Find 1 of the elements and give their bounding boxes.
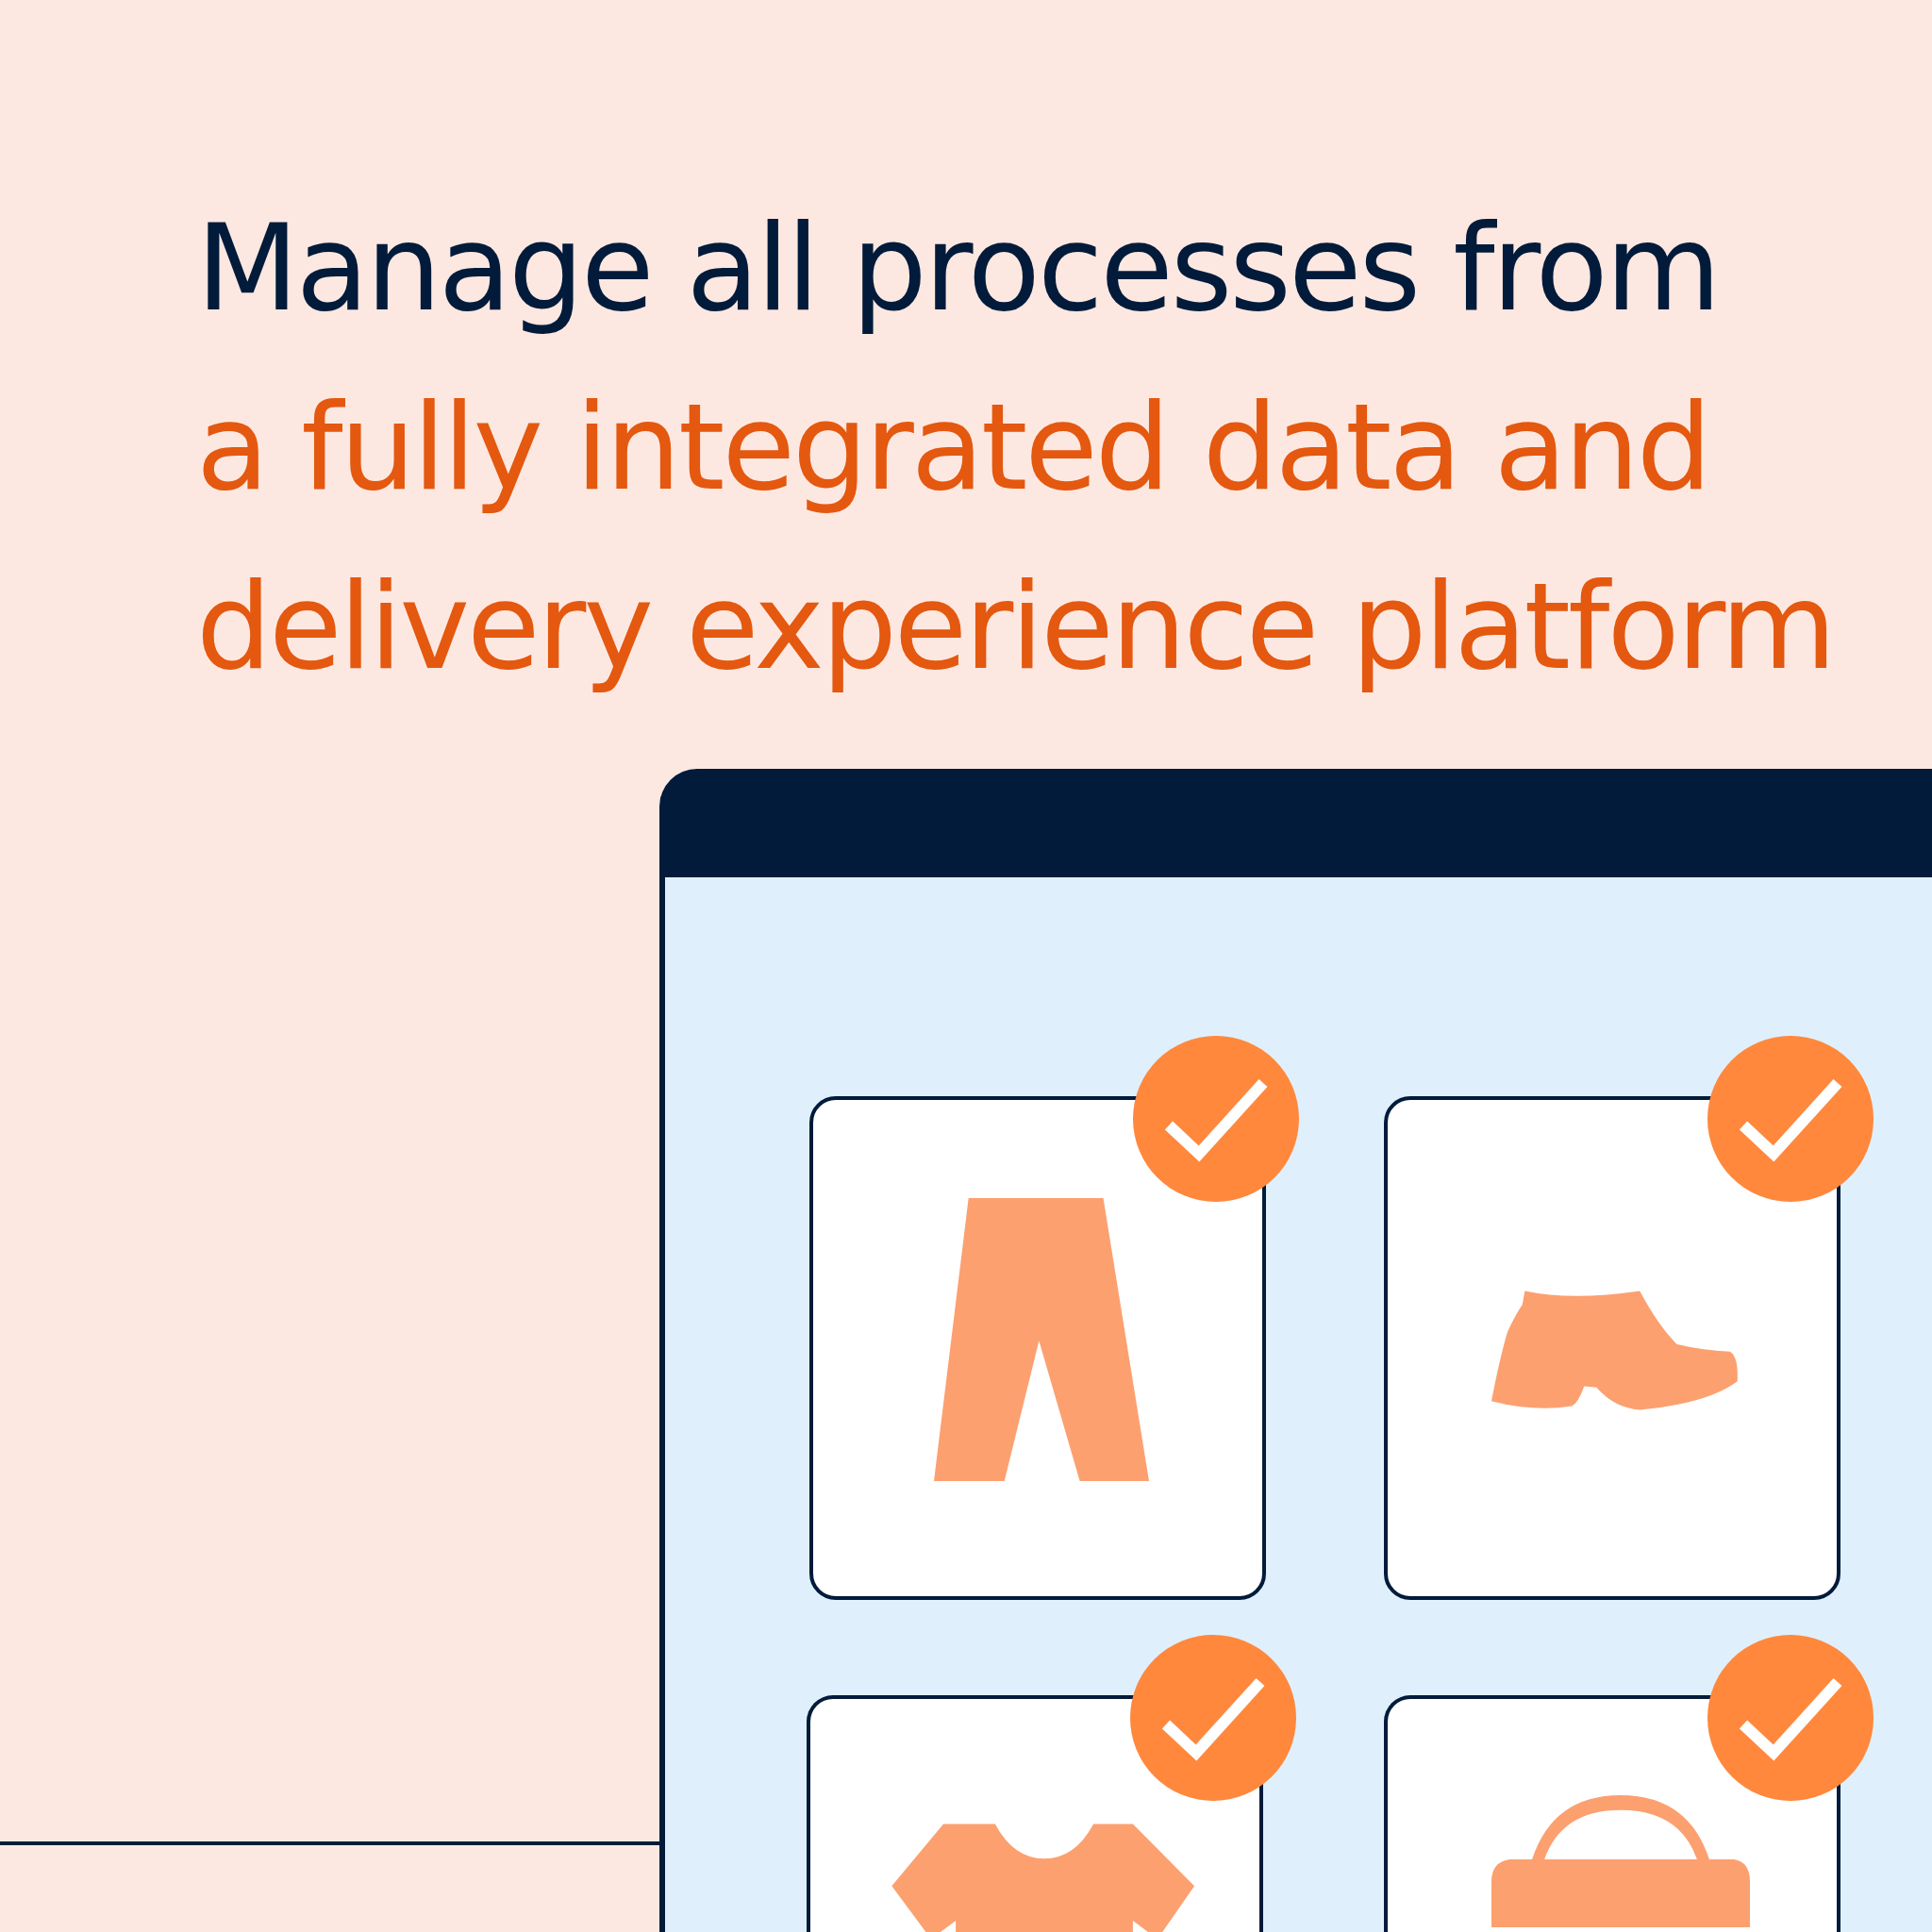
title-heading: Manage all processes from a fully integrated data and delivery experience platform	[196, 198, 1834, 698]
